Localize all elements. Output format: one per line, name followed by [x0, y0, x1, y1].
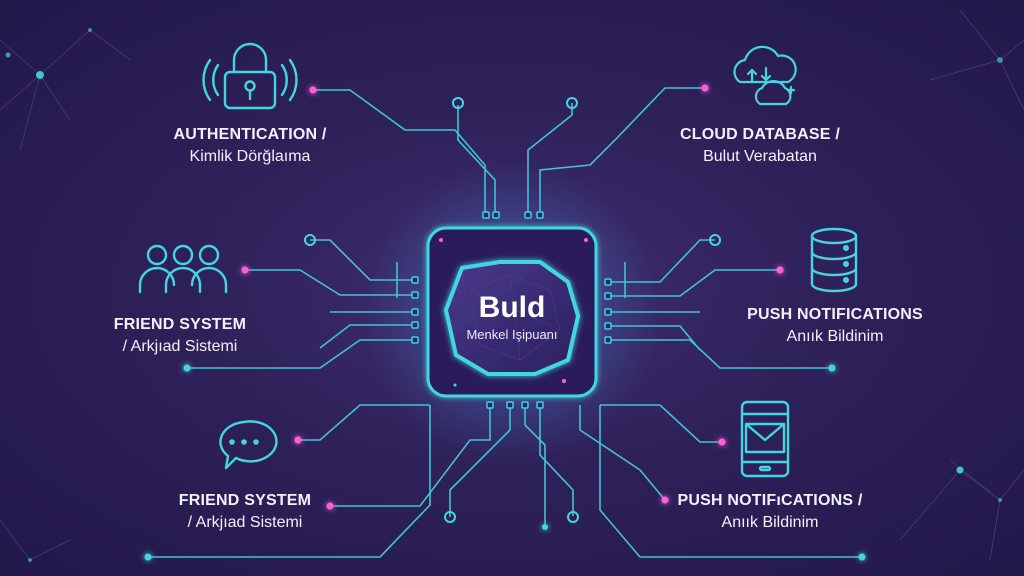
feature-title: FRIEND SYSTEM [178, 492, 312, 509]
phone-mail-icon [740, 400, 790, 478]
feature-subtitle: / Arkjıad Sistemi [122, 338, 238, 355]
feature-title: AUTHENTICATION / [173, 126, 327, 143]
feature-title: CLOUD DATABASE / [680, 126, 840, 143]
feature-subtitle: Bulut Verabatan [703, 148, 817, 165]
feature-title: PUSH NOTIFıCATIONS / [677, 492, 863, 509]
trace-dots-pink [241, 84, 784, 510]
feature-title: PUSH NOTIFICATIONS [747, 306, 923, 323]
chat-dots [229, 439, 259, 445]
people-group-icon [138, 244, 228, 294]
feature-subtitle: Anıık Bildinim [786, 328, 884, 345]
central-chip [362, 162, 662, 462]
feature-label-cloud: CLOUD DATABASE / Bulut Verabatan [660, 124, 860, 168]
padlock-icon [202, 42, 298, 110]
chip-label: Buld Menkel Işipuanı [432, 290, 592, 344]
feature-label-friends: FRIEND SYSTEM / Arkjıad Sistemi [90, 314, 270, 358]
database-icon [810, 227, 858, 293]
chat-bubble-icon [219, 420, 278, 470]
feature-subtitle: Anıık Bildinim [721, 514, 819, 531]
feature-label-auth: AUTHENTICATION / Kimlik Dörğlaıma [150, 124, 350, 168]
trace-nodes-cyan [304, 97, 721, 523]
background-dots [5, 28, 1003, 562]
cloud-sync-icon [733, 45, 797, 106]
feature-label-push1: PUSH NOTIFICATIONS Anıık Bildinim [730, 304, 940, 348]
feature-label-push2: PUSH NOTIFıCATIONS / Anıık Bildinim [655, 490, 885, 534]
feature-subtitle: Kimlik Dörğlaıma [189, 148, 311, 165]
feature-title: FRIEND SYSTEM [113, 316, 247, 333]
chip-subtitle: Menkel Işipuanı [466, 327, 558, 342]
feature-label-chat: FRIEND SYSTEM / Arkjıad Sistemi [155, 490, 335, 534]
trace-dots-cyan [144, 364, 866, 561]
chip-title: Buld [478, 291, 546, 324]
feature-subtitle: / Arkjıad Sistemi [187, 514, 303, 531]
